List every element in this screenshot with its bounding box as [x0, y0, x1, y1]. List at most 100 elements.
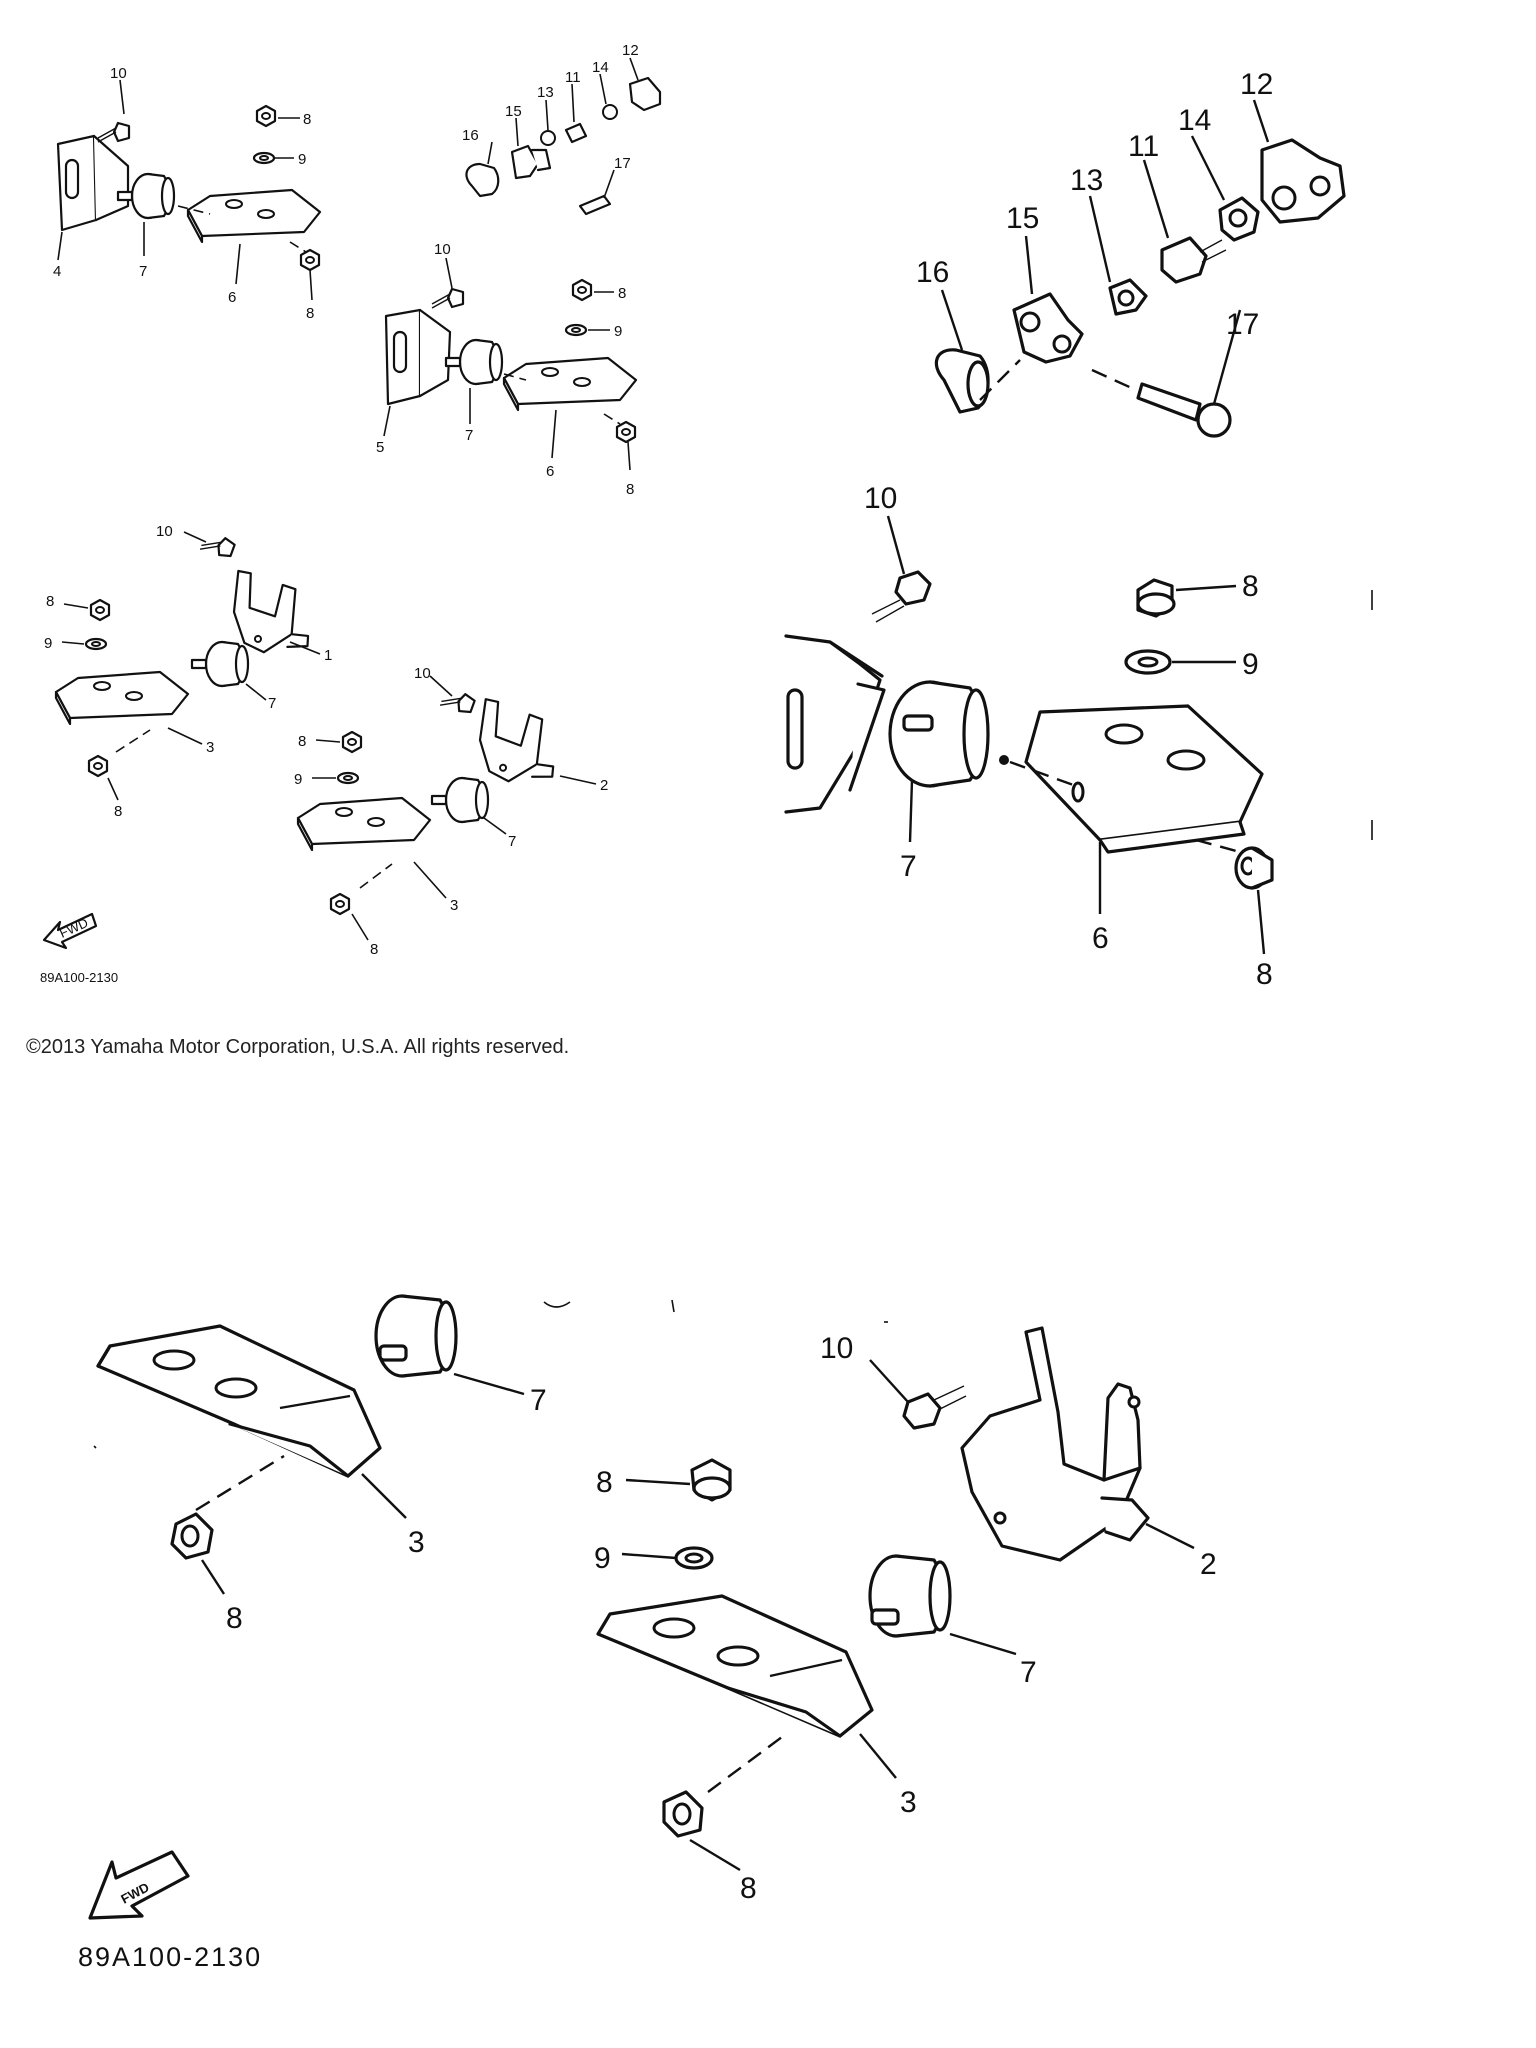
part-8-nut [341, 730, 363, 754]
part-10-bolt [96, 121, 131, 144]
callout-8: 8 [306, 305, 314, 322]
part-17-bolt [1136, 382, 1202, 422]
part-9-washer [84, 637, 108, 651]
part-3-plate [54, 670, 190, 726]
callout-7: 7 [530, 1384, 547, 1417]
callout-17: 17 [1226, 308, 1259, 341]
part-14-nut [602, 104, 618, 120]
part-13-nut [540, 130, 556, 146]
callout-6: 6 [1092, 922, 1109, 955]
callout-8: 8 [298, 733, 306, 750]
reference-code-large: 89A100-2130 [78, 1942, 262, 1972]
callout-12: 12 [622, 42, 639, 59]
part-6-plate [186, 188, 322, 244]
callout-13: 13 [1070, 164, 1103, 197]
part-8-nut [255, 104, 277, 128]
callout-14: 14 [592, 59, 609, 76]
callout-14: 14 [1178, 104, 1211, 137]
part-8-nut [329, 892, 351, 916]
part-8-nut [662, 1790, 704, 1838]
callout-13: 13 [537, 84, 554, 101]
part-10-bolt [902, 1385, 967, 1430]
part-7-damper [444, 338, 504, 386]
callout-8: 8 [303, 111, 311, 128]
callout-9: 9 [594, 1542, 611, 1575]
callout-3: 3 [408, 1526, 425, 1559]
part-2-bracket [960, 1326, 1150, 1562]
callout-7: 7 [900, 850, 917, 883]
callout-3: 3 [900, 1786, 917, 1819]
callout-7: 7 [1020, 1656, 1037, 1689]
part-12-joint [628, 76, 662, 112]
part-9-washer [252, 151, 276, 165]
callout-8: 8 [596, 1466, 613, 1499]
enlarged-linkage: 16 15 13 11 14 12 17 [916, 68, 1346, 438]
callout-8: 8 [226, 1602, 243, 1635]
callout-3: 3 [206, 739, 214, 756]
part-16-bushing [465, 162, 500, 198]
part-10-bolt [430, 287, 465, 310]
callout-10: 10 [434, 241, 451, 258]
callout-11: 11 [1128, 130, 1159, 163]
callout-4: 4 [53, 263, 61, 280]
part-10-bolt [871, 570, 932, 623]
callout-9: 9 [298, 151, 306, 168]
callout-8: 8 [626, 481, 634, 498]
callout-3: 3 [450, 897, 458, 914]
callout-10: 10 [414, 665, 431, 682]
part-7-damper [190, 640, 250, 688]
part-2-bracket [474, 691, 556, 785]
part-8-nut [1234, 846, 1274, 890]
part-8-nut [690, 1458, 732, 1502]
part-6-plate [1024, 704, 1264, 842]
callout-8: 8 [618, 285, 626, 302]
part-3-plate [296, 796, 432, 852]
callout-5: 5 [376, 439, 384, 456]
part-9-washer [564, 323, 588, 337]
part-3-plate [96, 1324, 382, 1478]
fwd-arrow-icon: FWD [42, 912, 98, 950]
part-7-damper [374, 1294, 458, 1378]
callout-12: 12 [1240, 68, 1273, 101]
callout-8: 8 [1242, 570, 1259, 603]
part-17-bolt [578, 194, 612, 216]
callout-9: 9 [614, 323, 622, 340]
fwd-arrow-icon: FWD [88, 1850, 190, 1920]
part-10-bolt [438, 686, 477, 717]
callout-7: 7 [139, 263, 147, 280]
callout-15: 15 [1006, 202, 1039, 235]
part-15-joint [510, 144, 540, 180]
callout-10: 10 [864, 482, 897, 515]
part-1-bracket [227, 561, 311, 657]
callout-10: 10 [156, 523, 173, 540]
part-11-adjuster [564, 122, 588, 144]
callout-9: 9 [44, 635, 52, 652]
part-8-nut [1136, 578, 1176, 618]
callout-15: 15 [505, 103, 522, 120]
overview-diagram: 10 8 9 4 7 6 8 16 15 13 11 [40, 42, 662, 985]
callout-8: 8 [1256, 958, 1273, 991]
part-8-nut [571, 278, 593, 302]
part-8-nut [89, 598, 111, 622]
part-11-adjuster [1160, 236, 1208, 284]
callout-8: 8 [114, 803, 122, 820]
part-8-nut [615, 420, 637, 444]
enlarged-lower-group: 7 3 8 [78, 1294, 1217, 1972]
callout-17: 17 [614, 155, 631, 172]
callout-2: 2 [1200, 1548, 1217, 1581]
enlarged-mount: 10 8 9 7 6 8 [784, 482, 1373, 991]
part-7-damper [868, 1554, 952, 1638]
part-9-washer [674, 1546, 714, 1570]
callout-10: 10 [820, 1332, 853, 1365]
copyright-notice: ©2013 Yamaha Motor Corporation, U.S.A. A… [26, 1036, 570, 1058]
callout-6: 6 [228, 289, 236, 306]
part-6-plate [502, 356, 638, 412]
part-9-washer [1124, 649, 1172, 675]
callout-8: 8 [370, 941, 378, 958]
callout-10: 10 [110, 65, 127, 82]
part-9-washer [336, 771, 360, 785]
part-8-nut [87, 754, 109, 778]
part-12-joint [1260, 138, 1346, 224]
callout-16: 16 [916, 256, 949, 289]
